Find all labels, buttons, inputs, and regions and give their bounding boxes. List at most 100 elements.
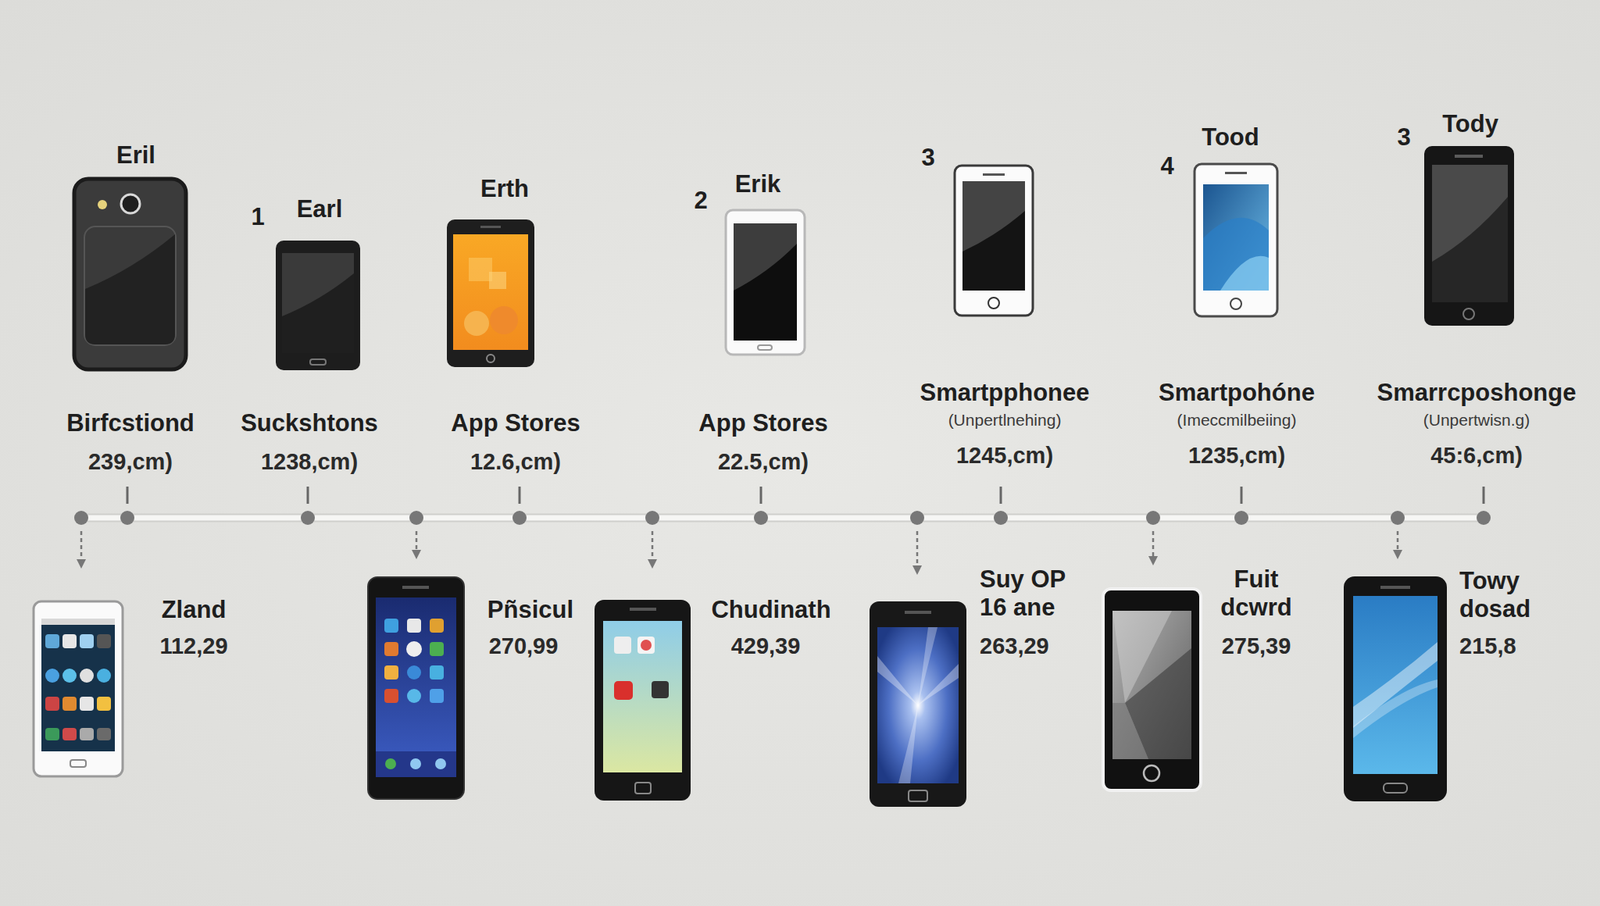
label-anchor: Tood [1201, 123, 1259, 152]
phone-speaker [904, 610, 932, 615]
phone-label: Erth [480, 175, 529, 204]
timeline-dot [645, 510, 660, 525]
arrowhead [1392, 550, 1403, 560]
phone-label: App Stores [698, 409, 828, 438]
dashed-leader [80, 531, 83, 560]
phone-body [1103, 589, 1201, 791]
measure-value: 45:6,cm) [1430, 442, 1523, 469]
label-anchor: 270,99 [489, 633, 559, 660]
phone-label: Fuit dcwrd [1203, 565, 1310, 622]
phone-body [74, 178, 186, 370]
timeline-dot [512, 510, 527, 525]
phone-screen [603, 621, 683, 773]
app-icon [96, 668, 111, 683]
phone-body [275, 240, 361, 371]
app-icon [429, 618, 444, 633]
app-icon [96, 634, 111, 649]
phone-label: Eril [116, 141, 156, 170]
phone-body [1424, 146, 1515, 326]
screen-shape [464, 310, 490, 336]
app-icon [79, 634, 94, 649]
callout-number: 4 [1160, 152, 1174, 181]
measure-value: 1235,cm) [1188, 442, 1286, 469]
label-anchor: 3 [1396, 123, 1411, 152]
phone-body [1194, 164, 1278, 317]
phone-speaker [1380, 585, 1411, 590]
app-icon [429, 689, 444, 704]
phone-button [70, 760, 86, 768]
tick-line [760, 486, 763, 504]
phone-speaker [1225, 171, 1247, 175]
phone-screen [282, 253, 354, 354]
timeline-dot [910, 510, 925, 525]
phone-screen [1353, 596, 1438, 775]
subtitle-note: (Unpertlnehing) [948, 410, 1062, 430]
measure-value: 275,39 [1221, 633, 1292, 660]
phone-4 [725, 210, 805, 355]
callout-number: 1 [250, 203, 265, 232]
app-icon [640, 639, 652, 651]
phone-label: Pñsicul [487, 596, 574, 625]
subtitle-note: (Unpertwisn.g) [1423, 410, 1531, 430]
app-icon [637, 636, 655, 654]
screen-wave [1203, 217, 1269, 291]
app-icon [614, 681, 633, 700]
phone-label: Birfcstiond [66, 409, 195, 438]
phone-button [310, 359, 326, 365]
tick-line [518, 486, 522, 504]
phone-10 [594, 600, 691, 801]
phone-body [1343, 576, 1447, 802]
app-icon [45, 728, 60, 741]
timeline-track [81, 514, 1484, 523]
screen-shade [1432, 196, 1508, 303]
label-anchor: 3 [921, 143, 935, 172]
label-anchor: 239,cm) [88, 449, 173, 475]
phone-label: Towy dosad [1459, 567, 1565, 623]
phone-camera [121, 194, 140, 214]
screen-shape [489, 306, 518, 335]
label-anchor: 263,29 [979, 633, 1050, 660]
phone-label: Suy OP 16 ane [979, 565, 1086, 622]
label-anchor: 1 [250, 203, 265, 232]
app-icon [407, 689, 422, 704]
callout-number: 3 [1396, 123, 1411, 152]
phone-label: App Stores [450, 409, 580, 438]
label-anchor: Smarrcposhonge [1377, 378, 1577, 408]
light-streak [1353, 679, 1438, 739]
label-anchor: Erth [480, 175, 529, 204]
app-icon [407, 665, 422, 680]
light-ray [898, 705, 918, 784]
phone-label: Zland [161, 596, 227, 625]
phone-label: Smarrcposhonge [1377, 378, 1577, 408]
phone-body [446, 219, 535, 368]
phone-button [635, 782, 651, 794]
app-icon [385, 758, 397, 770]
label-anchor: 275,39 [1221, 633, 1292, 660]
arrowhead [411, 550, 422, 560]
phone-screen [375, 597, 457, 778]
phone-button [908, 790, 928, 802]
phone-3 [446, 219, 535, 368]
phone-11 [869, 601, 967, 808]
timeline-dot [993, 510, 1008, 525]
phone-screen [1203, 184, 1269, 291]
dock [375, 751, 457, 778]
phone-screen [1112, 610, 1192, 760]
label-anchor: App Stores [450, 409, 580, 438]
app-icon [384, 689, 399, 704]
label-anchor: 215,8 [1459, 633, 1517, 660]
app-icon [96, 728, 111, 741]
label-anchor: (Imeccmilbeiing) [1177, 410, 1297, 430]
measure-value: 215,8 [1459, 633, 1517, 660]
tick-line [1482, 486, 1486, 504]
label-anchor: 429,39 [731, 633, 801, 660]
phone-button [1230, 298, 1242, 310]
label-anchor: 45:6,cm) [1430, 442, 1523, 469]
subtitle-note: (Imeccmilbeiing) [1177, 410, 1297, 430]
measure-value: 239,cm) [88, 449, 173, 475]
app-icon [614, 636, 632, 654]
app-icon [429, 642, 444, 657]
phone-flash [97, 200, 108, 210]
measure-value: 22.5,cm) [717, 449, 809, 475]
phone-speaker [402, 585, 429, 590]
